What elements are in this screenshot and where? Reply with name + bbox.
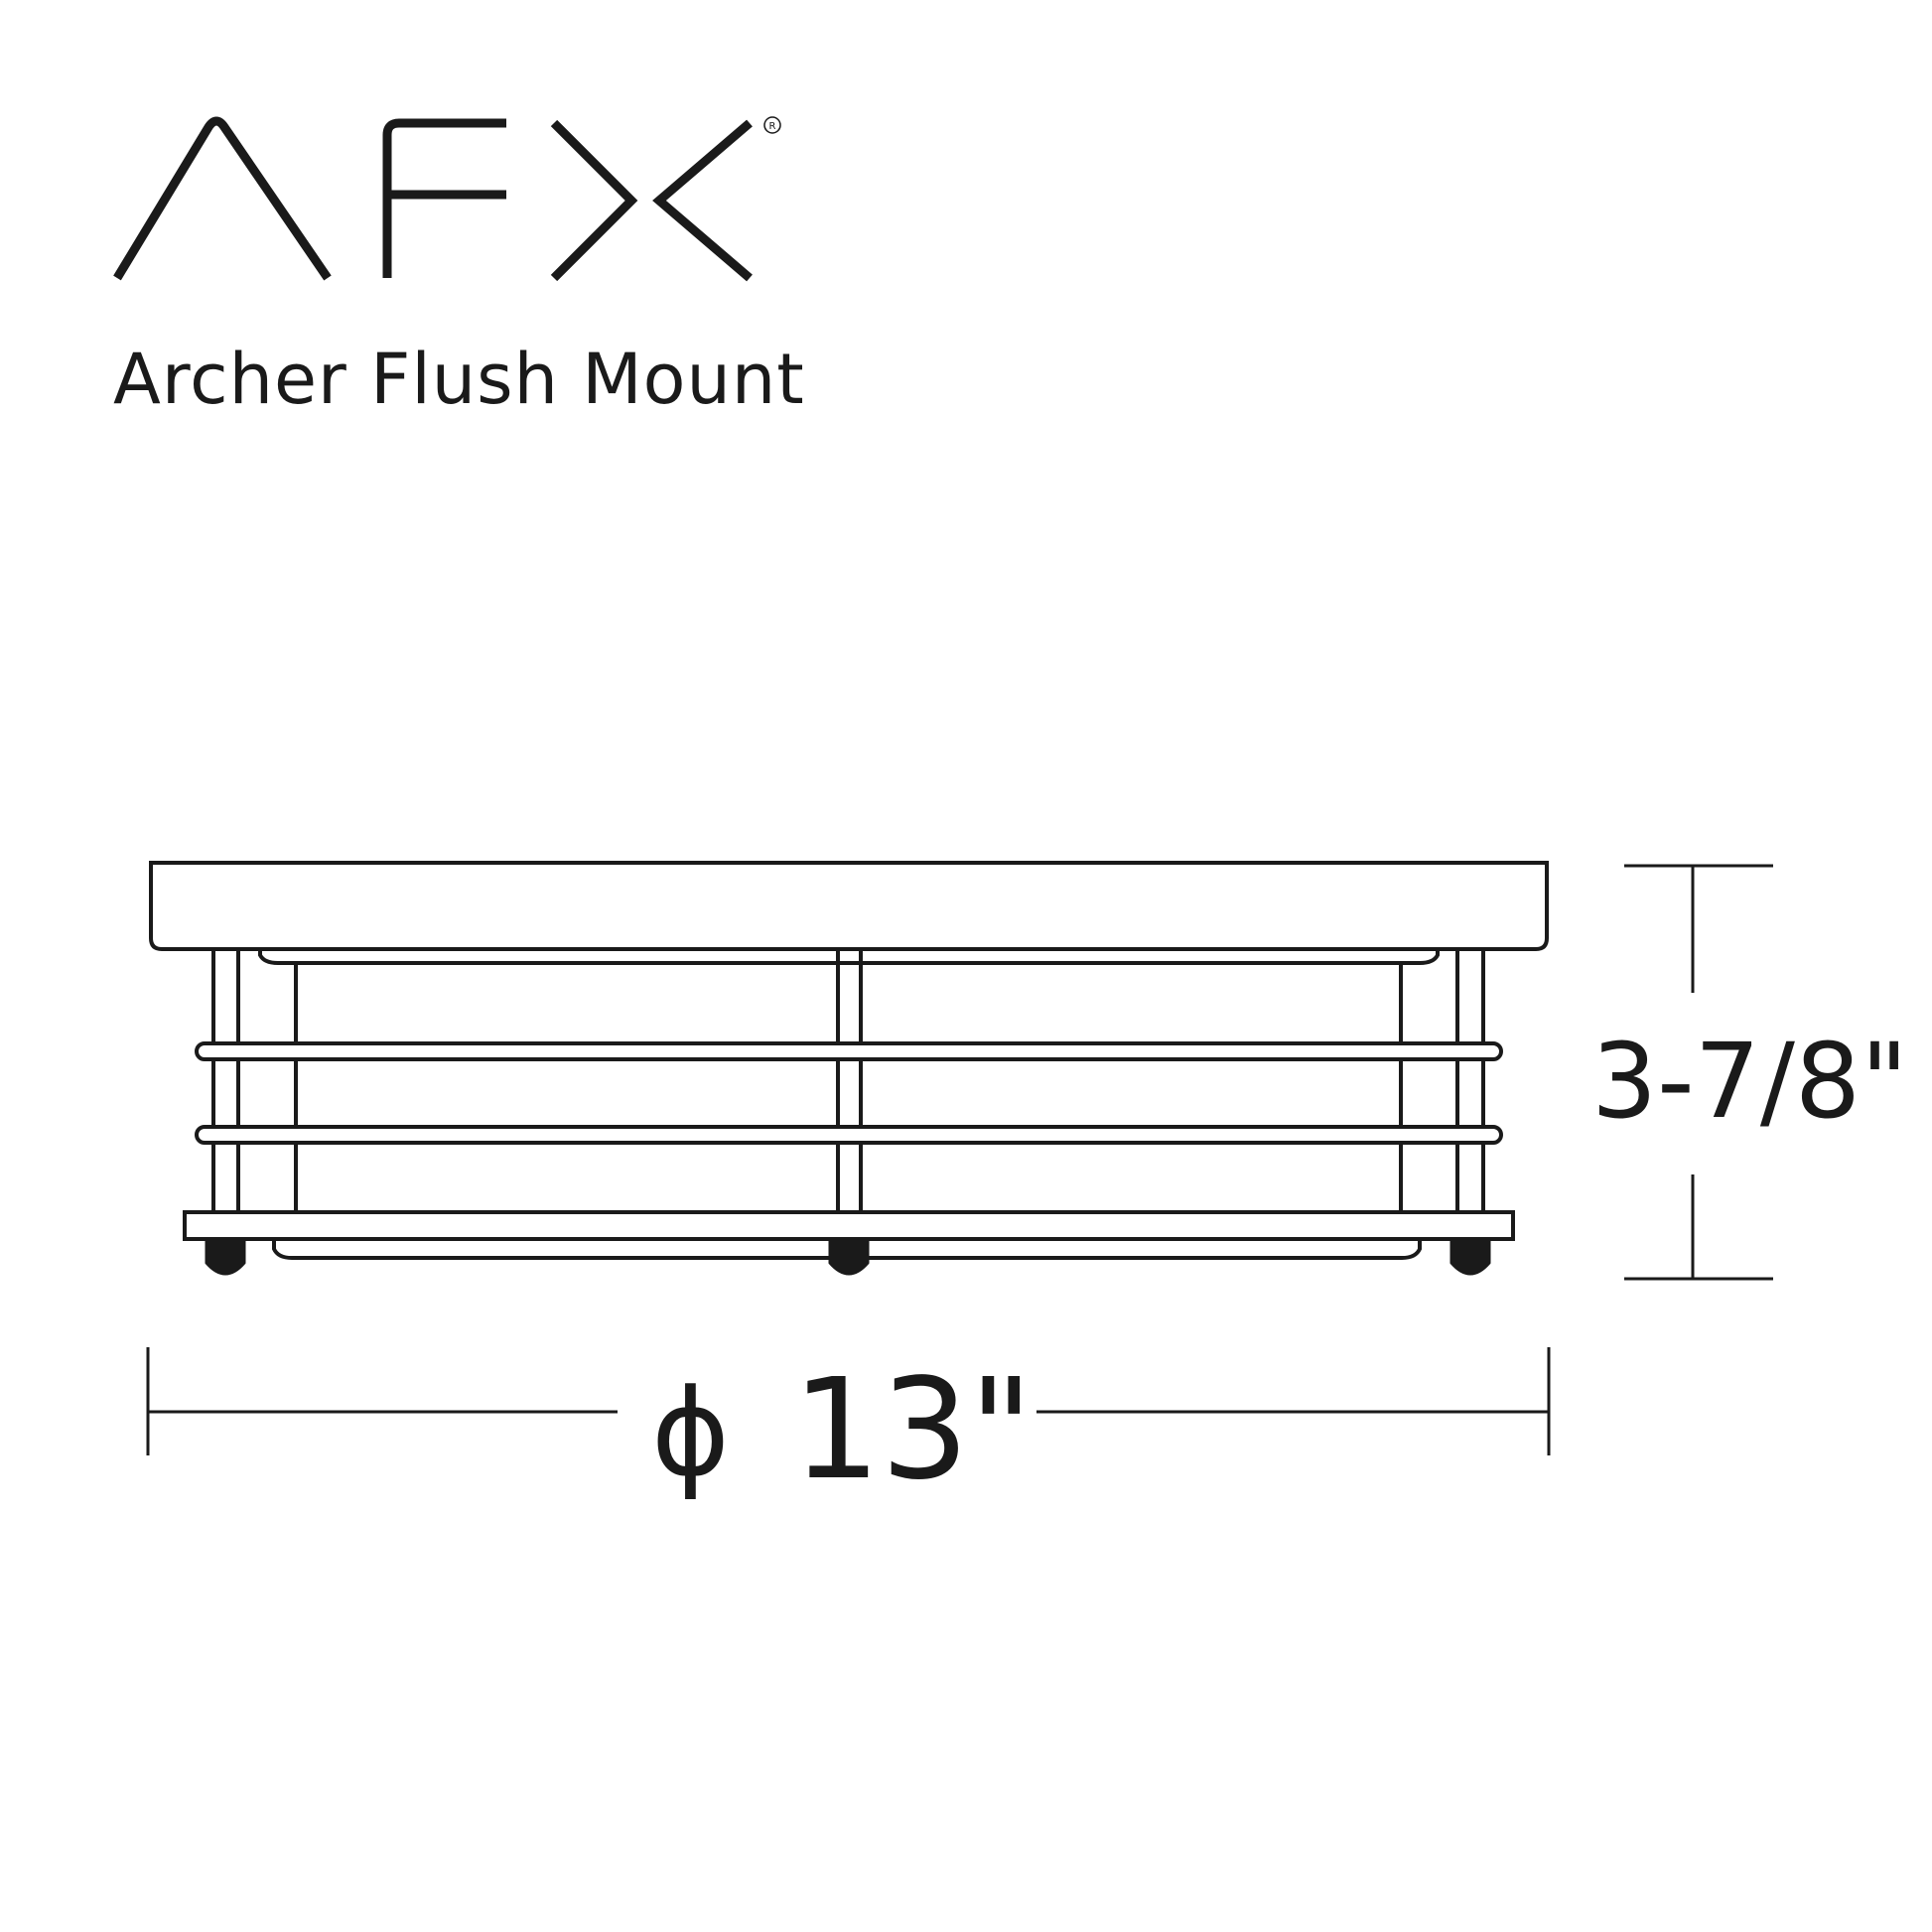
svg-text:R: R [769,121,776,132]
logo-letter-a [113,116,332,281]
afx-logo: R [113,116,781,282]
logo-letter-f [382,118,506,278]
diameter-dimension [146,1347,1551,1455]
logo-letter-x [550,119,753,282]
fixture-base-plate [183,1210,1515,1241]
fixture-vertical-rods [211,949,1485,1212]
fixture-side-view [149,861,1549,1276]
fixture-canopy-lip [258,949,1440,965]
diameter-symbol-icon: ϕ [651,1365,730,1503]
height-dimension [1624,864,1773,1281]
registered-icon: R [763,116,781,134]
product-title: Archer Flush Mount [113,339,805,420]
fixture-finials [205,1237,1491,1276]
fixture-canopy [149,861,1549,951]
fixture-rod-overlaps [211,1059,1485,1127]
diameter-label: 13" [792,1349,1034,1511]
height-label: 3-7/8" [1591,1021,1908,1142]
fixture-upper-band [195,1041,1503,1061]
fixture-lower-band [195,1125,1503,1145]
